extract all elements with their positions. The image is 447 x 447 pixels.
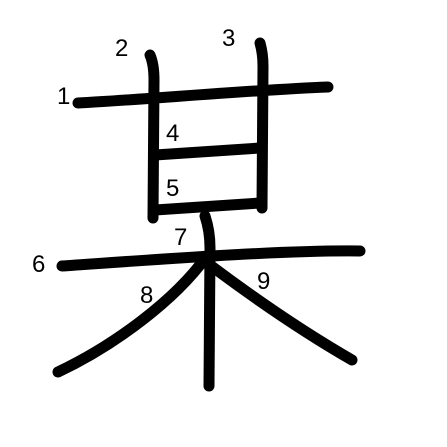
stroke-number-4: 4 [166, 120, 179, 147]
stroke-9 [204, 259, 358, 366]
stroke-7 [199, 210, 216, 392]
stroke-number-9: 9 [257, 268, 270, 295]
stroke-4 [149, 142, 266, 161]
stroke-3 [254, 37, 269, 214]
stroke-number-7: 7 [174, 224, 187, 251]
stroke-number-6: 6 [32, 251, 45, 278]
stroke-1 [72, 81, 334, 109]
stroke-number-8: 8 [140, 282, 153, 309]
stroke-number-3: 3 [222, 25, 235, 52]
stroke-8 [52, 251, 212, 378]
stroke-number-1: 1 [57, 83, 70, 110]
stroke-number-5: 5 [166, 175, 179, 202]
stroke-2 [144, 49, 160, 224]
stroke-5 [149, 197, 266, 216]
stroke-number-2: 2 [115, 35, 128, 62]
